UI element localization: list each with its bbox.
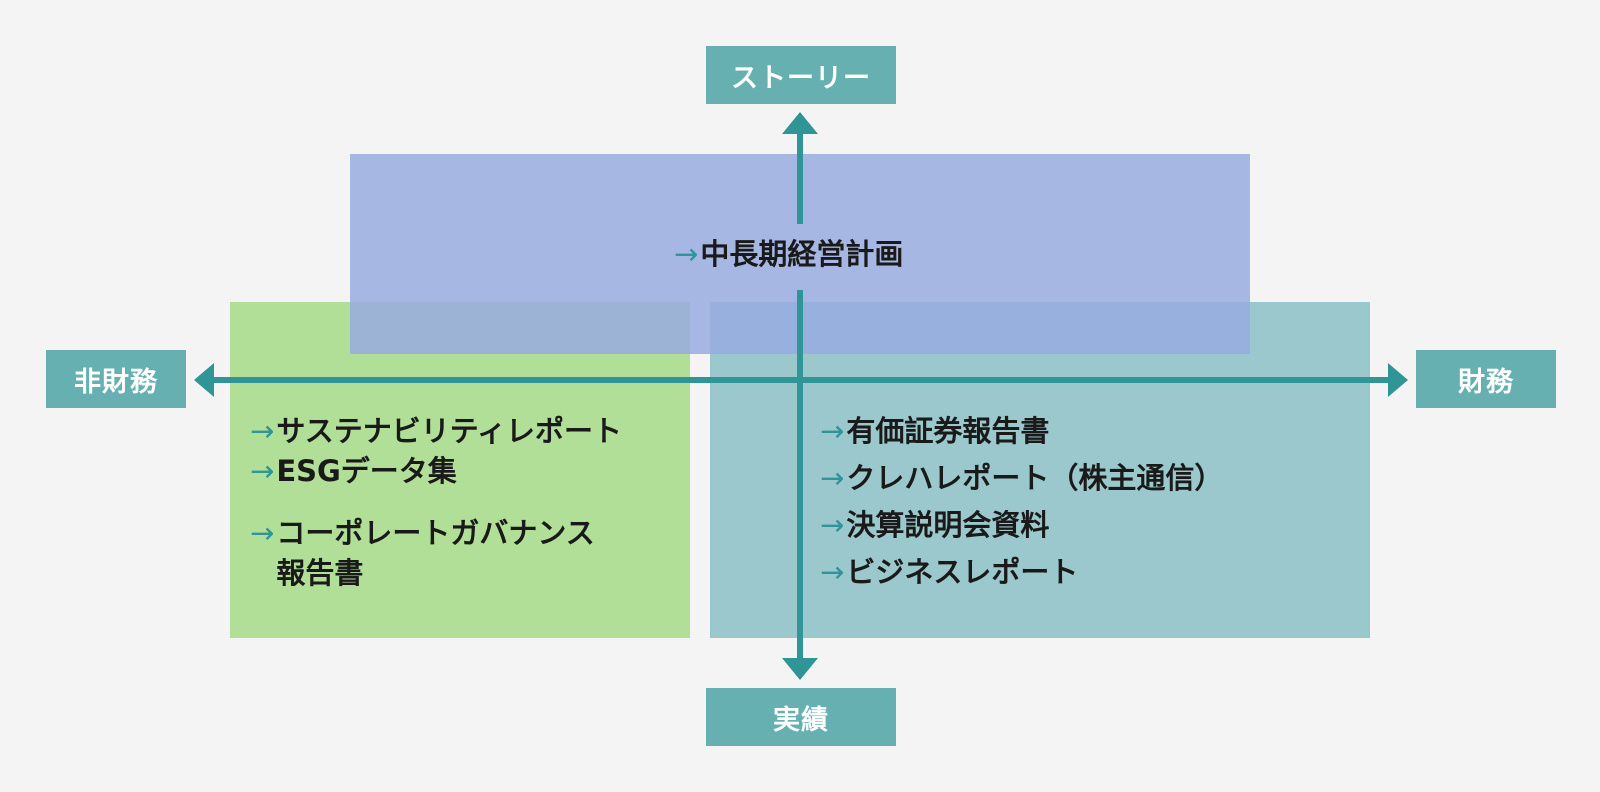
item-text: コーポレートガバナンス 報告書 xyxy=(276,516,595,590)
arrow-icon: → xyxy=(250,516,275,550)
list-item: → 決算説明会資料 xyxy=(820,505,1223,545)
arrow-icon: → xyxy=(820,461,845,495)
list-item: → ビジネスレポート xyxy=(820,552,1223,592)
financial-box xyxy=(710,302,1370,638)
bottom-arrowhead xyxy=(782,658,818,680)
non-financial-list: → サステナビリティレポート → ESGデータ集 → コーポレートガバナンス 報… xyxy=(250,411,622,593)
story-axis-label: ストーリー xyxy=(706,46,896,104)
item-text: 中長期経営計画 xyxy=(700,237,904,271)
mid-term-plan-item: → 中長期経営計画 xyxy=(674,234,903,274)
item-text: 決算説明会資料 xyxy=(846,508,1050,542)
right-arrowhead xyxy=(1388,363,1408,397)
item-text: 有価証券報告書 xyxy=(846,414,1050,448)
list-item: → クレハレポート（株主通信） xyxy=(820,458,1223,498)
arrow-icon: → xyxy=(820,508,845,542)
item-text: サステナビリティレポート xyxy=(276,414,622,448)
arrow-icon: → xyxy=(250,414,275,448)
non-financial-axis-label: 非財務 xyxy=(46,350,186,408)
item-text: ESGデータ集 xyxy=(276,454,457,488)
top-arrowhead xyxy=(782,112,818,134)
financial-list: → 有価証券報告書 → クレハレポート（株主通信） → 決算説明会資料 → ビジ… xyxy=(820,411,1223,599)
non-financial-box xyxy=(230,302,690,638)
results-axis-label: 実績 xyxy=(706,688,896,746)
list-item: → サステナビリティレポート xyxy=(250,411,622,451)
arrow-icon: → xyxy=(674,237,699,271)
list-item: → ESGデータ集 xyxy=(250,451,622,491)
financial-axis-label: 財務 xyxy=(1416,350,1556,408)
arrow-icon: → xyxy=(250,454,275,488)
item-text: クレハレポート（株主通信） xyxy=(846,461,1224,495)
list-item: → コーポレートガバナンス 報告書 xyxy=(250,513,622,593)
left-arrowhead xyxy=(194,363,214,397)
list-item: → 有価証券報告書 xyxy=(820,411,1223,451)
arrow-icon: → xyxy=(820,555,845,589)
item-text: ビジネスレポート xyxy=(846,555,1079,589)
arrow-icon: → xyxy=(820,414,845,448)
